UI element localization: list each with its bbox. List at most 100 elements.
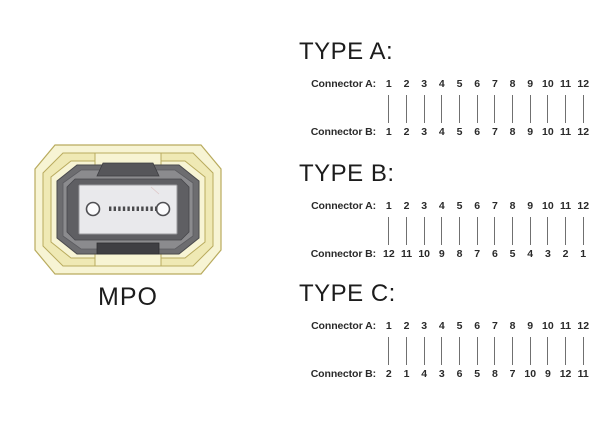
num-cell: 8: [509, 78, 516, 90]
type-a-link-lines: [380, 95, 592, 123]
link-cell: [486, 217, 504, 245]
link-cell: [574, 217, 592, 245]
link-cell: [398, 95, 416, 123]
num-cell: 12: [577, 200, 590, 212]
connector-caption: MPO: [98, 283, 158, 311]
num-cell: 7: [491, 78, 498, 90]
link-cell: [468, 217, 486, 245]
num-cell: 6: [474, 126, 481, 138]
link-cell: [433, 337, 451, 365]
num-cell: 11: [560, 126, 572, 138]
connector-key-tab: [96, 162, 160, 177]
alignment-pin-hole-left: [85, 201, 101, 217]
link-cell: [521, 337, 539, 365]
num-cell: 8: [509, 200, 516, 212]
num-cell: 1: [385, 320, 392, 332]
type-b-connector-b-numbers: 12 11 10 9 8 7 6 5 4 3 2 1: [380, 248, 592, 262]
link-cell: [380, 337, 398, 365]
num-cell: 6: [491, 248, 498, 260]
link-cell: [539, 217, 557, 245]
num-cell: 1: [580, 248, 587, 260]
type-b-heading: TYPE B:: [299, 160, 395, 187]
num-cell: 6: [474, 200, 481, 212]
num-cell: 4: [527, 248, 534, 260]
type-a-connector-b-label: Connector B:: [310, 126, 376, 138]
type-b-link-lines: [380, 217, 592, 245]
connector-bottom-bar: [96, 242, 160, 255]
type-c-connector-b-label: Connector B:: [310, 368, 376, 380]
type-c-connector-a-label: Connector A:: [311, 320, 376, 332]
num-cell: 2: [403, 78, 410, 90]
alignment-pin-hole-right: [155, 201, 171, 217]
num-cell: 1: [385, 78, 392, 90]
num-cell: 9: [527, 126, 534, 138]
num-cell: 2: [403, 200, 410, 212]
connector-panel: MPO: [0, 0, 272, 421]
num-cell: 4: [421, 368, 428, 380]
link-cell: [557, 337, 575, 365]
num-cell: 12: [577, 126, 590, 138]
num-cell: 11: [560, 200, 572, 212]
type-b-connector-a-label: Connector A:: [311, 200, 376, 212]
type-a-connector-a-label: Connector A:: [311, 78, 376, 90]
num-cell: 12: [577, 320, 590, 332]
ferrule-highlight: [150, 186, 160, 195]
num-cell: 6: [456, 368, 463, 380]
num-cell: 3: [544, 248, 551, 260]
link-cell: [415, 217, 433, 245]
num-cell: 7: [491, 126, 498, 138]
num-cell: 9: [527, 200, 534, 212]
type-c-connector-a-numbers: 1 2 3 4 5 6 7 8 9 10 11 12: [380, 320, 592, 334]
num-cell: 10: [542, 320, 554, 332]
link-cell: [451, 95, 469, 123]
link-cell: [415, 95, 433, 123]
num-cell: 12: [382, 248, 395, 260]
link-cell: [380, 95, 398, 123]
num-cell: 10: [542, 126, 554, 138]
num-cell: 4: [438, 200, 445, 212]
num-cell: 9: [527, 320, 534, 332]
link-cell: [433, 217, 451, 245]
type-c-mapping: Connector A: 1 2 3 4 5 6 7 8 9 10 11 12: [272, 320, 600, 382]
num-cell: 2: [403, 126, 410, 138]
link-cell: [451, 337, 469, 365]
num-cell: 5: [456, 320, 463, 332]
type-a-connector-a-numbers: 1 2 3 4 5 6 7 8 9 10 11 12: [380, 78, 592, 92]
link-cell: [468, 337, 486, 365]
num-cell: 3: [421, 320, 428, 332]
num-cell: 11: [560, 78, 572, 90]
mpo-connector-figure: [33, 143, 223, 276]
num-cell: 8: [491, 368, 498, 380]
link-cell: [504, 217, 522, 245]
type-a-mapping: Connector A: 1 2 3 4 5 6 7 8 9 10 11 12: [272, 78, 600, 140]
num-cell: 2: [385, 368, 392, 380]
link-cell: [574, 337, 592, 365]
num-cell: 10: [542, 200, 554, 212]
num-cell: 11: [400, 248, 413, 260]
num-cell: 4: [438, 126, 445, 138]
num-cell: 8: [509, 320, 516, 332]
link-cell: [504, 95, 522, 123]
num-cell: 9: [438, 248, 445, 260]
type-a-connector-b-numbers: 1 2 3 4 5 6 7 8 9 10 11 12: [380, 126, 592, 140]
num-cell: 2: [403, 320, 410, 332]
num-cell: 7: [491, 200, 498, 212]
num-cell: 7: [509, 368, 516, 380]
num-cell: 7: [491, 320, 498, 332]
num-cell: 10: [524, 368, 537, 380]
link-cell: [504, 337, 522, 365]
link-cell: [398, 337, 416, 365]
num-cell: 4: [438, 320, 445, 332]
type-b-connector-a-numbers: 1 2 3 4 5 6 7 8 9 10 11 12: [380, 200, 592, 214]
link-cell: [574, 95, 592, 123]
polarity-types-panel: TYPE A: Connector A: 1 2 3 4 5 6 7 8 9 1…: [272, 0, 600, 421]
num-cell: 9: [527, 78, 534, 90]
num-cell: 4: [438, 78, 445, 90]
type-b-connector-b-label: Connector B:: [310, 248, 376, 260]
type-a-heading: TYPE A:: [299, 38, 394, 65]
num-cell: 8: [456, 248, 463, 260]
num-cell: 12: [577, 78, 590, 90]
link-cell: [415, 337, 433, 365]
mpo-connector-icon: [34, 144, 222, 275]
link-cell: [433, 95, 451, 123]
